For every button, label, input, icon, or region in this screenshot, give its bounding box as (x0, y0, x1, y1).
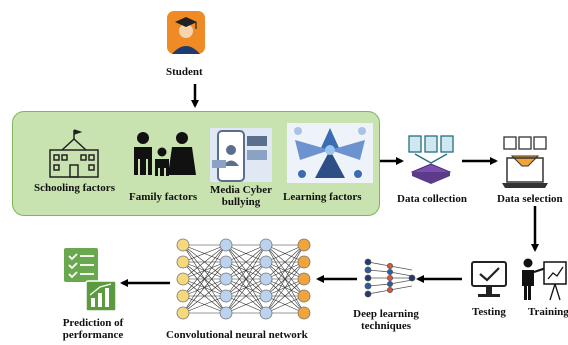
cnn-neuron (219, 306, 233, 320)
cnn-connection (182, 244, 227, 314)
cnn-connection (182, 278, 227, 314)
cnn-connection (225, 261, 267, 314)
schooling-factors-label: Schooling factors (34, 182, 115, 194)
cnn-connection (182, 244, 227, 280)
cnn-neuron (176, 306, 190, 320)
deep-label-line1: Deep learning (353, 308, 419, 320)
prediction-label-line1: Prediction of (62, 317, 124, 329)
cnn-connection (265, 244, 305, 297)
cnn-neuron (297, 306, 311, 320)
family-factors-label: Family factors (129, 191, 198, 203)
cnn-connection (225, 244, 267, 314)
student-graduate-icon (167, 11, 205, 54)
cnn-neuron (219, 255, 233, 269)
data-collection-label: Data collection (397, 193, 467, 205)
cnn-neuron (176, 289, 190, 303)
cnn-connection (225, 295, 267, 314)
monitor-check-icon (471, 261, 507, 297)
prediction-label-line2: performance (62, 329, 124, 341)
cnn-connection (265, 278, 305, 314)
data-filter-laptop-icon (502, 136, 548, 188)
learning-factors-label: Learning factors (283, 191, 362, 203)
cnn-neuron (297, 255, 311, 269)
student-label: Student (166, 66, 203, 78)
phone-cyberbullying-icon (210, 128, 272, 182)
cnn-connection (265, 244, 305, 314)
cnn-connection (225, 244, 267, 263)
cnn-label: Convolutional neural network (166, 329, 308, 341)
learning-network-icon (287, 123, 373, 183)
cnn-connection (225, 244, 267, 280)
cnn-neuron (259, 238, 273, 252)
cnn-connection (265, 244, 305, 263)
cnn-neuron (297, 289, 311, 303)
cnn-connection (265, 244, 305, 280)
deep-learning-label: Deep learning techniques (348, 308, 424, 332)
media-label-line1: Media Cyber (209, 184, 272, 196)
checklist-chart-icon (64, 248, 117, 312)
cnn-neuron (176, 238, 190, 252)
media-cyber-bullying-label: Media Cyber bullying (202, 184, 280, 208)
deep-label-line2: techniques (360, 320, 412, 332)
cnn-connection (182, 244, 227, 297)
cnn-neuron (219, 272, 233, 286)
cnn-neuron (176, 272, 190, 286)
cnn-connection (182, 295, 227, 314)
prediction-label: Prediction of performance (58, 317, 128, 341)
cnn-connection (265, 295, 305, 314)
testing-label: Testing (472, 306, 506, 318)
cnn-connection (265, 261, 305, 314)
cnn-connection (182, 261, 227, 314)
cnn-neuron (219, 289, 233, 303)
neural-network-icon (364, 258, 416, 298)
cnn-neuron (219, 238, 233, 252)
cnn-connection (225, 278, 267, 314)
cnn-neuron (259, 289, 273, 303)
cnn-neuron (259, 306, 273, 320)
cnn-neuron (297, 238, 311, 252)
school-building-icon (49, 129, 99, 178)
family-icon (134, 132, 196, 176)
presenter-board-icon (522, 258, 567, 301)
cnn-neuron (176, 255, 190, 269)
cnn-neuron (259, 272, 273, 286)
media-label-line2: bullying (221, 196, 261, 208)
cnn-neurons (176, 238, 311, 320)
documents-tray-icon (408, 135, 454, 184)
data-selection-label: Data selection (497, 193, 563, 205)
cnn-neuron (259, 255, 273, 269)
cnn-neuron (297, 272, 311, 286)
cnn-connection (182, 244, 227, 263)
cnn-connection (225, 244, 267, 297)
cnn-connections (182, 244, 305, 314)
training-label: Training (528, 306, 568, 318)
